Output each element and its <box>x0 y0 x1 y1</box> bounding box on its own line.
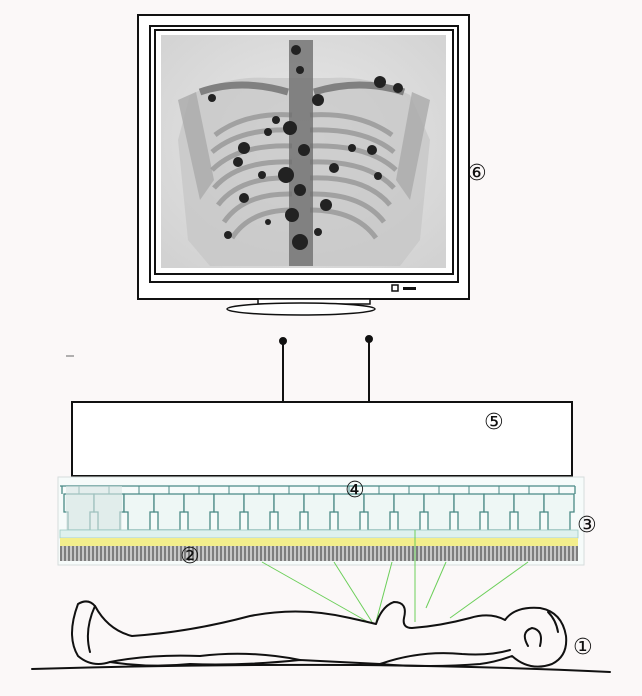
label-patient: ① <box>573 637 593 659</box>
label-crystal: ③ <box>577 515 597 537</box>
label-monitor: ⑥ <box>467 163 487 185</box>
collimator <box>60 546 578 561</box>
light-guide <box>60 530 578 538</box>
detector-head <box>58 477 584 565</box>
label-photomultipliers: ④ <box>345 480 365 502</box>
indicator-light-icon <box>403 287 416 290</box>
scintillation-crystal <box>60 538 578 546</box>
cables <box>280 336 372 402</box>
monitor <box>138 15 469 315</box>
lying-patient <box>32 601 610 672</box>
bone-scan-image <box>161 35 446 268</box>
exam-table <box>32 665 610 672</box>
monitor-stand <box>227 299 375 315</box>
label-electronics: ⑤ <box>484 412 504 434</box>
power-button-icon <box>392 285 398 291</box>
label-collimator: ② <box>180 546 200 568</box>
